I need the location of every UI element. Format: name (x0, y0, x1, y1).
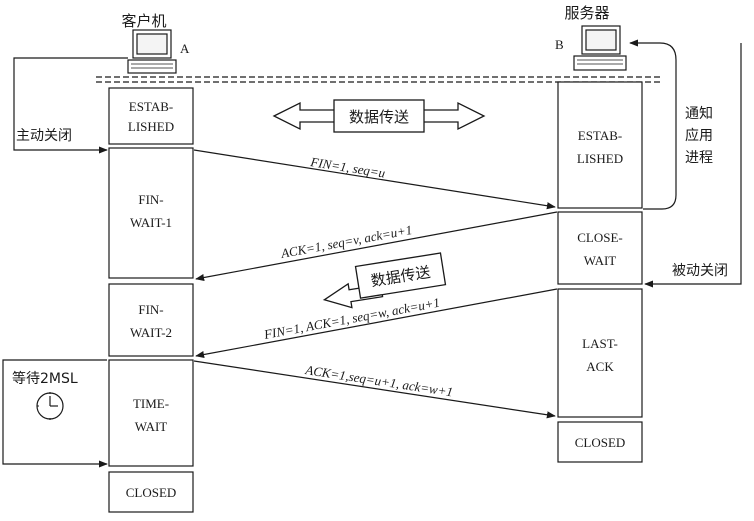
client-state-closed: CLOSED (108, 471, 194, 513)
svg-text:LAST-: LAST- (582, 336, 618, 351)
svg-text:LISHED: LISHED (128, 119, 174, 134)
client-computer-icon (127, 29, 177, 74)
message-label-fin: FIN=1, seq=u (309, 154, 387, 181)
svg-text:CLOSED: CLOSED (126, 485, 177, 500)
data-transfer-label-1: 数据传送 (349, 108, 409, 126)
message-arrow-ack-1 (195, 211, 558, 282)
svg-text:WAIT: WAIT (135, 419, 168, 434)
server-computer-icon (573, 25, 627, 71)
message-arrow-fin-ack (195, 288, 558, 359)
client-state-time-wait: TIME- WAIT (108, 359, 194, 467)
data-transfer-arrow-left: 数据传送 (322, 252, 447, 309)
svg-text:CLOSE-: CLOSE- (577, 230, 623, 245)
passive-close-line (644, 43, 742, 288)
client-state-fin-wait-1: FIN- WAIT-1 (108, 147, 194, 279)
server-state-established: ESTAB- LISHED (557, 81, 643, 209)
svg-text:FIN-: FIN- (138, 192, 163, 207)
server-state-closed: CLOSED (557, 421, 643, 463)
server-letter: B (555, 37, 564, 52)
server-state-last-ack: LAST- ACK (557, 288, 643, 418)
server-state-close-wait: CLOSE- WAIT (557, 211, 643, 285)
svg-text:FIN-: FIN- (138, 302, 163, 317)
svg-text:WAIT-1: WAIT-1 (130, 215, 172, 230)
active-close-label: 主动关闭 (16, 128, 72, 144)
client-letter: A (180, 41, 190, 56)
message-arrow-ack-2 (193, 360, 556, 419)
svg-text:WAIT-2: WAIT-2 (130, 325, 172, 340)
notify-app-line (629, 39, 677, 210)
notify-app-label-2: 应用 (685, 127, 713, 144)
client-title: 客户机 (121, 12, 166, 30)
message-arrow-fin (193, 149, 556, 210)
passive-close-label: 被动关闭 (672, 263, 728, 279)
wait-2msl-line (2, 359, 108, 468)
svg-text:CLOSED: CLOSED (575, 435, 626, 450)
svg-text:LISHED: LISHED (577, 151, 623, 166)
svg-text:ACK: ACK (586, 359, 614, 374)
client-state-established: ESTAB- LISHED (108, 87, 194, 145)
network-line (96, 76, 660, 83)
svg-text:TIME-: TIME- (133, 396, 169, 411)
svg-text:WAIT: WAIT (584, 253, 617, 268)
wait-2msl-label: 等待2MSL (12, 370, 78, 387)
message-label-ack-1: ACK=1, seq=v, ack=u+1 (279, 222, 414, 261)
notify-app-label-1: 通知 (685, 105, 713, 122)
notify-app-label-3: 进程 (685, 150, 713, 166)
svg-text:ESTAB-: ESTAB- (578, 128, 622, 143)
server-title: 服务器 (564, 4, 609, 22)
clock-icon (36, 392, 64, 420)
active-close-line (13, 57, 128, 154)
data-transfer-arrow-bidirectional: 数据传送 (272, 99, 486, 133)
client-state-fin-wait-2: FIN- WAIT-2 (108, 283, 194, 357)
svg-text:ESTAB-: ESTAB- (129, 99, 173, 114)
